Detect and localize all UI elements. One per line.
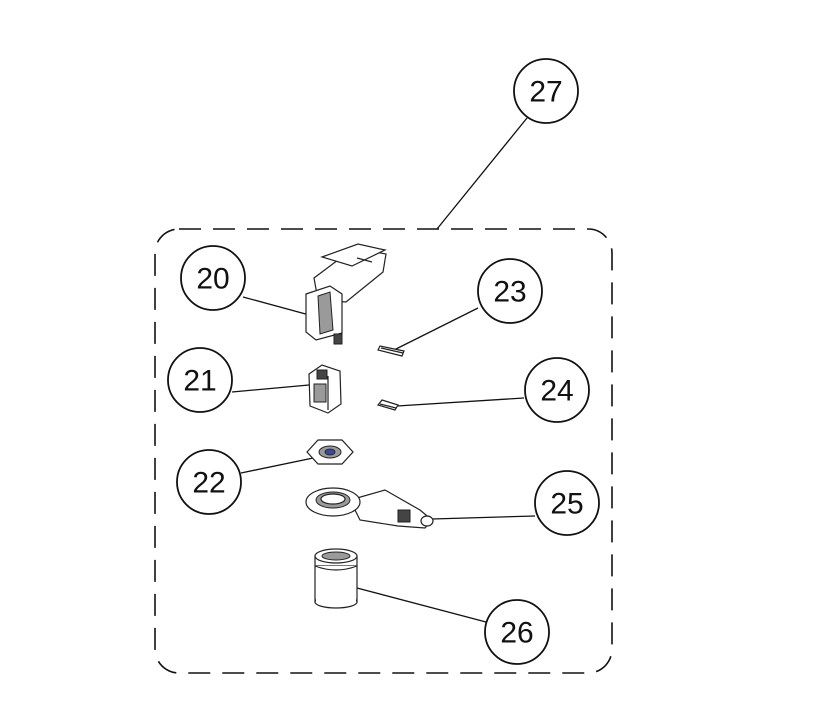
callout-23: 23 <box>477 258 543 324</box>
callout-20: 20 <box>180 245 246 311</box>
assembly-group-border <box>154 228 613 674</box>
callout-label: 25 <box>550 488 583 521</box>
leader-20 <box>242 296 314 317</box>
leader-27 <box>436 117 528 230</box>
leader-22 <box>240 456 319 474</box>
callout-label: 23 <box>493 276 526 309</box>
callout-label: 21 <box>183 365 216 398</box>
callout-27: 27 <box>513 58 579 124</box>
part-23-pin <box>377 345 405 357</box>
part-21-block <box>308 364 342 414</box>
callout-label: 27 <box>529 76 562 109</box>
part-20-lever-bracket <box>305 243 387 345</box>
part-24-small-pin <box>376 399 399 411</box>
callout-25: 25 <box>534 470 600 536</box>
callout-label: 24 <box>540 375 573 408</box>
callout-label: 22 <box>192 467 225 500</box>
callout-24: 24 <box>524 357 590 423</box>
leader-21 <box>231 384 310 393</box>
leader-23 <box>393 307 479 351</box>
callout-label: 26 <box>500 617 533 650</box>
callout-26: 26 <box>484 599 550 665</box>
leader-26 <box>356 587 487 623</box>
callout-21: 21 <box>167 347 233 413</box>
part-22-hex-nut <box>306 439 354 465</box>
leader-24 <box>396 397 525 407</box>
callout-22: 22 <box>176 449 242 515</box>
callout-label: 20 <box>196 263 229 296</box>
part-25-arm-ring <box>305 487 434 529</box>
leader-25 <box>431 515 536 520</box>
part-26-cylinder-bushing <box>314 548 358 609</box>
